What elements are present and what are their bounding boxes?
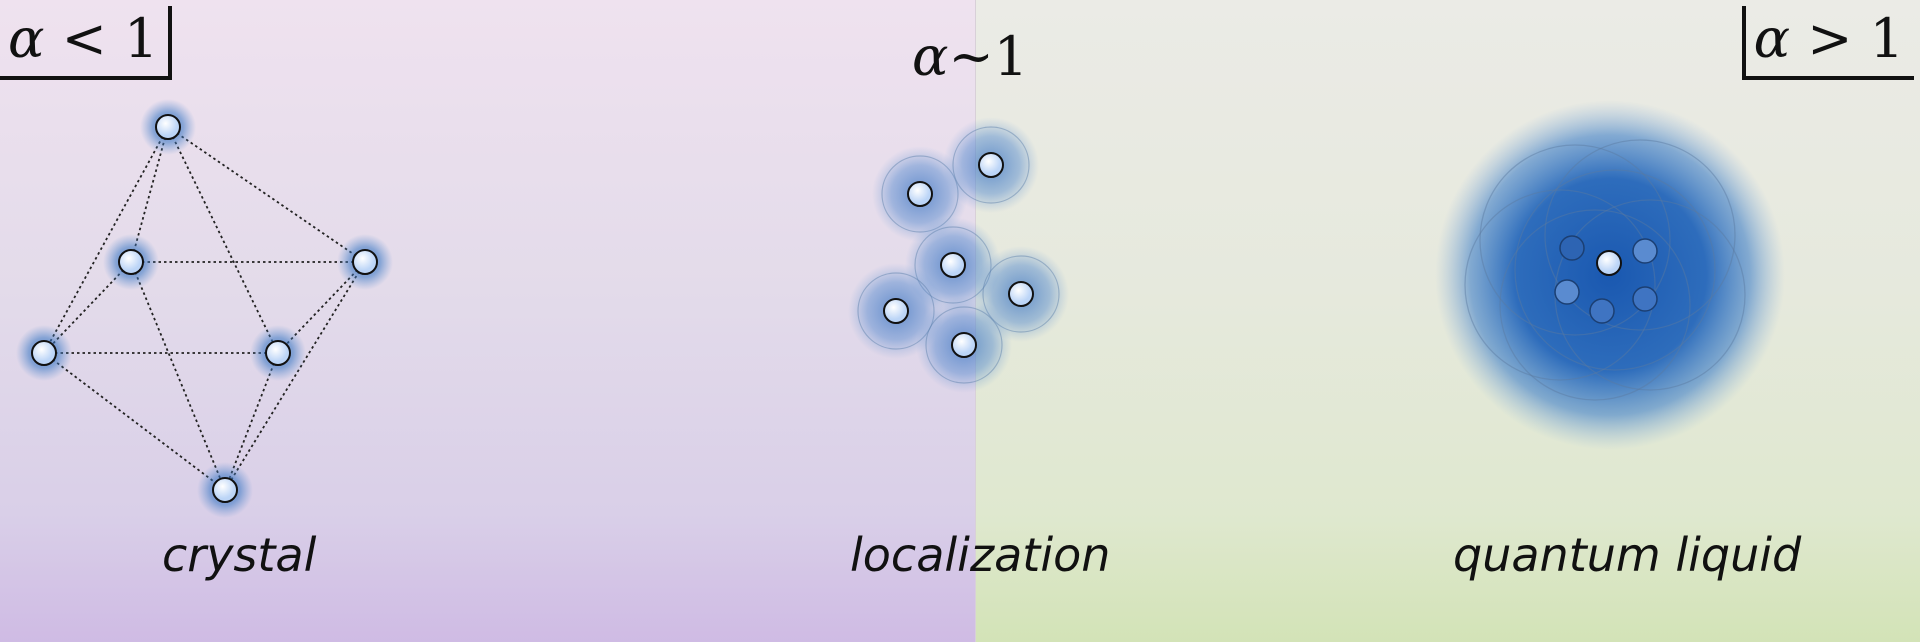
- regime-relation: > 1: [1790, 7, 1904, 70]
- alpha-symbol: α: [1753, 7, 1791, 70]
- faded-particle: [1632, 286, 1658, 312]
- alpha-symbol: α: [8, 7, 45, 70]
- alpha-symbol: α: [912, 25, 949, 88]
- regime-relation: ~1: [948, 25, 1029, 88]
- crystal-particle: [197, 462, 253, 518]
- faded-particle: [1559, 235, 1585, 261]
- regime-label-alpha-less-than-one: α < 1: [0, 6, 173, 80]
- faded-particle: [1632, 238, 1658, 264]
- crystal-lattice-bonds: [43, 126, 366, 491]
- crystal-particles: [16, 99, 393, 518]
- regime-label-alpha-greater-than-one: α > 1: [1741, 6, 1914, 80]
- localized-particle: [916, 297, 1012, 393]
- crystal-particle: [16, 325, 72, 381]
- crystal-particle: [250, 325, 306, 381]
- faded-particle: [1554, 279, 1580, 305]
- quantum-liquid-cloud: [1435, 100, 1785, 450]
- crystal-particle: [140, 99, 196, 155]
- regime-label-alpha-about-one: α~1: [912, 30, 1028, 84]
- regime-relation: < 1: [44, 7, 159, 70]
- localized-particles: [848, 117, 1069, 393]
- liquid-particles: [1554, 235, 1658, 324]
- localized-particle: [943, 117, 1039, 213]
- crystal-particle: [103, 234, 159, 290]
- faded-particle: [1589, 298, 1615, 324]
- quantum-liquid-caption: quantum liquid: [1453, 528, 1802, 582]
- bright-particle: [1596, 250, 1622, 276]
- crystal-caption: crystal: [162, 528, 317, 582]
- localization-caption: localization: [850, 528, 1111, 582]
- crystal-particle: [337, 234, 393, 290]
